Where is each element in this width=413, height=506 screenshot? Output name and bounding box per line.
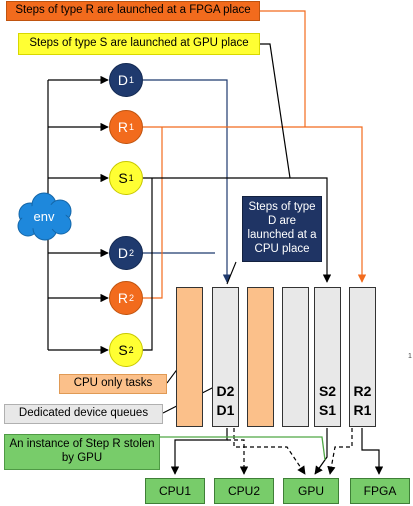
callout-gpu-place: Steps of type S are launched at GPU plac… bbox=[18, 33, 260, 55]
queue-to-device-wires bbox=[170, 428, 384, 475]
env-cloud-shape bbox=[17, 192, 72, 241]
step-node-letter: D bbox=[117, 72, 129, 88]
callout-dedicated-text: Dedicated device queues bbox=[18, 407, 149, 420]
cpu-only-queue-a bbox=[176, 287, 203, 427]
stolen-pointer bbox=[160, 436, 326, 461]
callout-cpu-place: Steps of type D are launched at a CPU pl… bbox=[242, 196, 322, 262]
step-node-letter: R bbox=[117, 119, 129, 135]
callout-gpu-place-text: Steps of type S are launched at GPU plac… bbox=[29, 37, 249, 50]
queue-item-s1: S1 bbox=[318, 402, 337, 418]
queue-item-r2: R2 bbox=[353, 383, 372, 399]
step-node-index: 1 bbox=[128, 173, 134, 183]
page-number: 1 bbox=[408, 353, 412, 360]
device-cpu2-label: CPU2 bbox=[227, 484, 260, 498]
gpu-device-queue: S2 S1 bbox=[314, 287, 341, 427]
step-node-index: 1 bbox=[129, 75, 135, 85]
callout-fpga-place-text: Steps of type R are launched at a FPGA p… bbox=[15, 4, 251, 17]
device-cpu2: CPU2 bbox=[214, 478, 274, 504]
callout-stolen: An instance of Step R stolen by GPU bbox=[4, 434, 160, 470]
device-cpu1-label: CPU1 bbox=[158, 484, 191, 498]
env-label: env bbox=[33, 209, 55, 224]
callout-fpga-place: Steps of type R are launched at a FPGA p… bbox=[6, 1, 260, 21]
device-fpga-label: FPGA bbox=[363, 484, 397, 498]
queue-item-d1: D1 bbox=[216, 402, 235, 418]
cpu-only-queue-b bbox=[247, 287, 274, 427]
device-gpu-label: GPU bbox=[297, 484, 324, 498]
callout-cpu-only: CPU only tasks bbox=[59, 374, 167, 394]
step-node-index: 1 bbox=[129, 122, 135, 132]
callout-stolen-text: An instance of Step R stolen by GPU bbox=[9, 438, 155, 464]
spare-device-queue bbox=[282, 287, 309, 427]
step-node-index: 2 bbox=[129, 248, 135, 258]
step-node-index: 2 bbox=[129, 293, 135, 303]
cpu-device-queue: D2 D1 bbox=[212, 287, 239, 427]
step-node-index: 2 bbox=[128, 345, 134, 355]
d-to-cpu-wires bbox=[143, 79, 232, 283]
step-node-letter: S bbox=[118, 342, 128, 358]
queue-item-s2: S2 bbox=[318, 383, 337, 399]
device-fpga: FPGA bbox=[350, 478, 410, 504]
step-node-letter: R bbox=[117, 290, 129, 306]
callout-cpu-only-text: CPU only tasks bbox=[73, 377, 153, 390]
queue-item-d2: D2 bbox=[216, 383, 235, 399]
step-node-letter: D bbox=[117, 245, 129, 261]
s-to-gpu-wires bbox=[143, 43, 332, 351]
callout-dedicated: Dedicated device queues bbox=[4, 404, 163, 424]
queue-item-r1: R1 bbox=[353, 402, 372, 418]
callout-cpu-place-text: Steps of type D are launched at a CPU pl… bbox=[247, 201, 317, 255]
fpga-device-queue: R2 R1 bbox=[349, 287, 376, 427]
step-node-letter: S bbox=[118, 170, 128, 186]
device-cpu1: CPU1 bbox=[145, 478, 205, 504]
device-gpu: GPU bbox=[283, 478, 339, 504]
r-to-fpga-wires bbox=[143, 10, 367, 299]
